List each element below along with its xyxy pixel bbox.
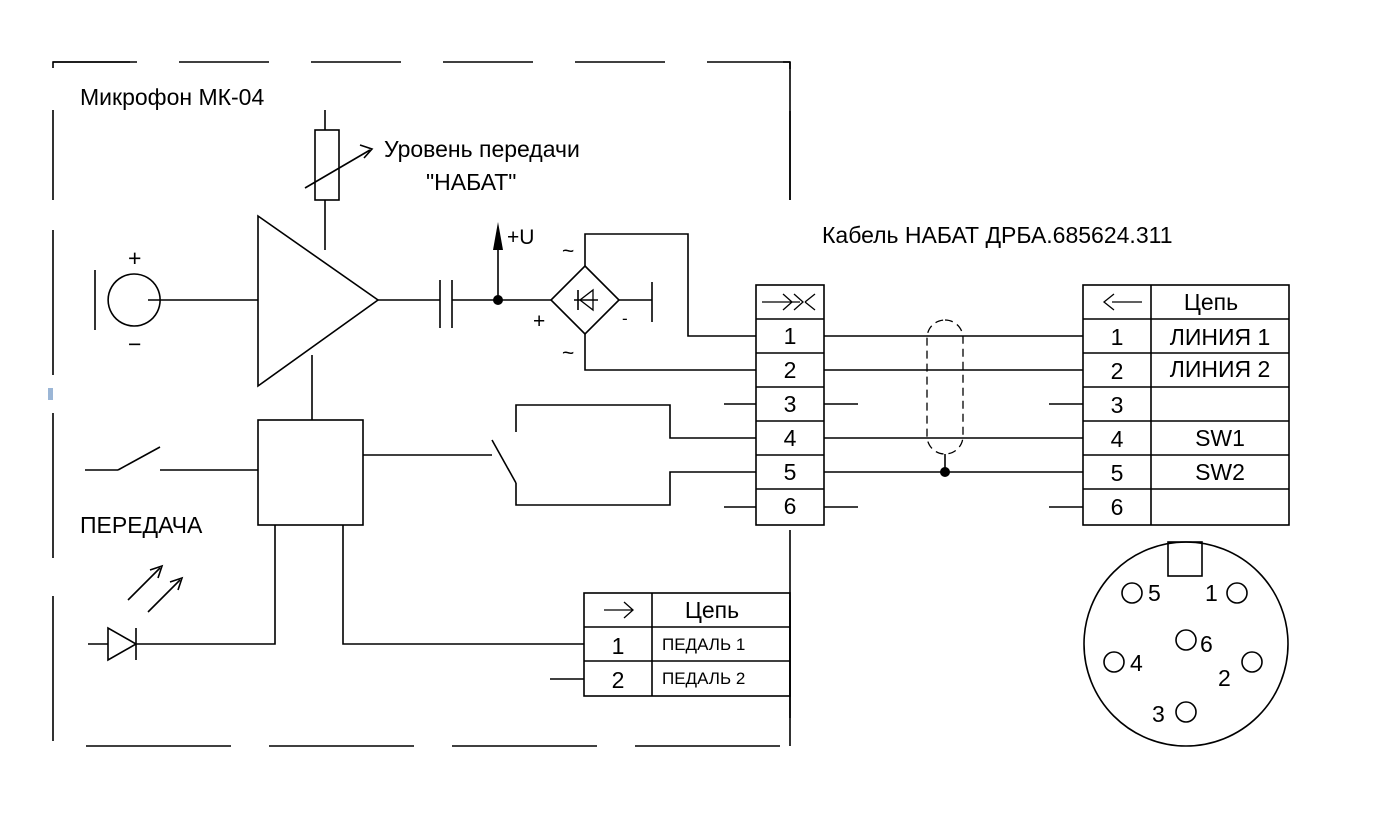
socket-pin-4: 4 bbox=[1130, 650, 1143, 676]
control-block bbox=[136, 419, 584, 645]
left-pin-3: 3 bbox=[784, 391, 797, 417]
amplifier-symbol bbox=[257, 200, 380, 420]
ptt-label: ПЕРЕДАЧА bbox=[80, 512, 203, 538]
bridge-ac-bottom: ~ bbox=[562, 342, 574, 365]
socket-pin-3: 3 bbox=[1152, 701, 1165, 727]
pedal-pin-1: 1 bbox=[612, 633, 625, 659]
right-signal-2: ЛИНИЯ 2 bbox=[1170, 356, 1271, 382]
coupling-capacitor-symbol bbox=[378, 222, 552, 328]
bridge-ac-top: ~ bbox=[562, 240, 574, 263]
right-signal-5: SW2 bbox=[1195, 459, 1245, 485]
left-pin-5: 5 bbox=[784, 459, 797, 485]
right-header: Цепь bbox=[1184, 289, 1238, 315]
right-pin-1: 1 bbox=[1111, 324, 1124, 350]
mic-minus-label: − bbox=[128, 331, 141, 357]
level-label: Уровень передачи bbox=[384, 136, 580, 162]
line-switch-symbol bbox=[491, 404, 756, 506]
left-connector-table bbox=[724, 284, 858, 526]
right-connector-table bbox=[1049, 284, 1290, 526]
right-pin-5: 5 bbox=[1111, 460, 1124, 486]
diode-bridge-symbol bbox=[549, 233, 756, 371]
right-pin-4: 4 bbox=[1111, 426, 1124, 452]
microphone-capsule-symbol bbox=[94, 270, 258, 330]
socket-pin-2: 2 bbox=[1218, 665, 1231, 691]
led-symbol bbox=[88, 564, 184, 662]
right-signal-1: ЛИНИЯ 1 bbox=[1170, 324, 1271, 350]
socket-pin-5: 5 bbox=[1148, 580, 1161, 606]
bridge-minus: - bbox=[622, 309, 628, 328]
microphone-title: Микрофон МК-04 bbox=[80, 84, 264, 110]
bridge-plus: + bbox=[533, 310, 545, 333]
resize-handle[interactable] bbox=[48, 388, 53, 400]
pedal-pin-2: 2 bbox=[612, 667, 625, 693]
socket-pin-1: 1 bbox=[1205, 580, 1218, 606]
cable-symbol bbox=[824, 319, 1083, 477]
right-pin-3: 3 bbox=[1111, 392, 1124, 418]
socket-pin-6: 6 bbox=[1200, 631, 1213, 657]
left-pin-1: 1 bbox=[784, 323, 797, 349]
cable-title: Кабель НАБАТ ДРБА.685624.311 bbox=[822, 222, 1173, 248]
mic-plus-label: + bbox=[128, 245, 141, 271]
right-pin-6: 6 bbox=[1111, 494, 1124, 520]
ptt-switch-symbol bbox=[85, 446, 161, 471]
right-signal-4: SW1 bbox=[1195, 425, 1245, 451]
left-pin-6: 6 bbox=[784, 493, 797, 519]
variable-resistor-symbol bbox=[304, 110, 374, 201]
left-pin-2: 2 bbox=[784, 357, 797, 383]
round-socket-symbol bbox=[1083, 541, 1289, 747]
supply-label: +U bbox=[507, 226, 534, 249]
pedal-connector-table bbox=[550, 592, 791, 697]
left-pin-4: 4 bbox=[784, 425, 797, 451]
right-pin-2: 2 bbox=[1111, 358, 1124, 384]
pedal-signal-2: ПЕДАЛЬ 2 bbox=[662, 669, 745, 688]
pedal-signal-1: ПЕДАЛЬ 1 bbox=[662, 635, 745, 654]
pedal-header: Цепь bbox=[685, 597, 739, 623]
level-label-name: "НАБАТ" bbox=[426, 169, 516, 195]
